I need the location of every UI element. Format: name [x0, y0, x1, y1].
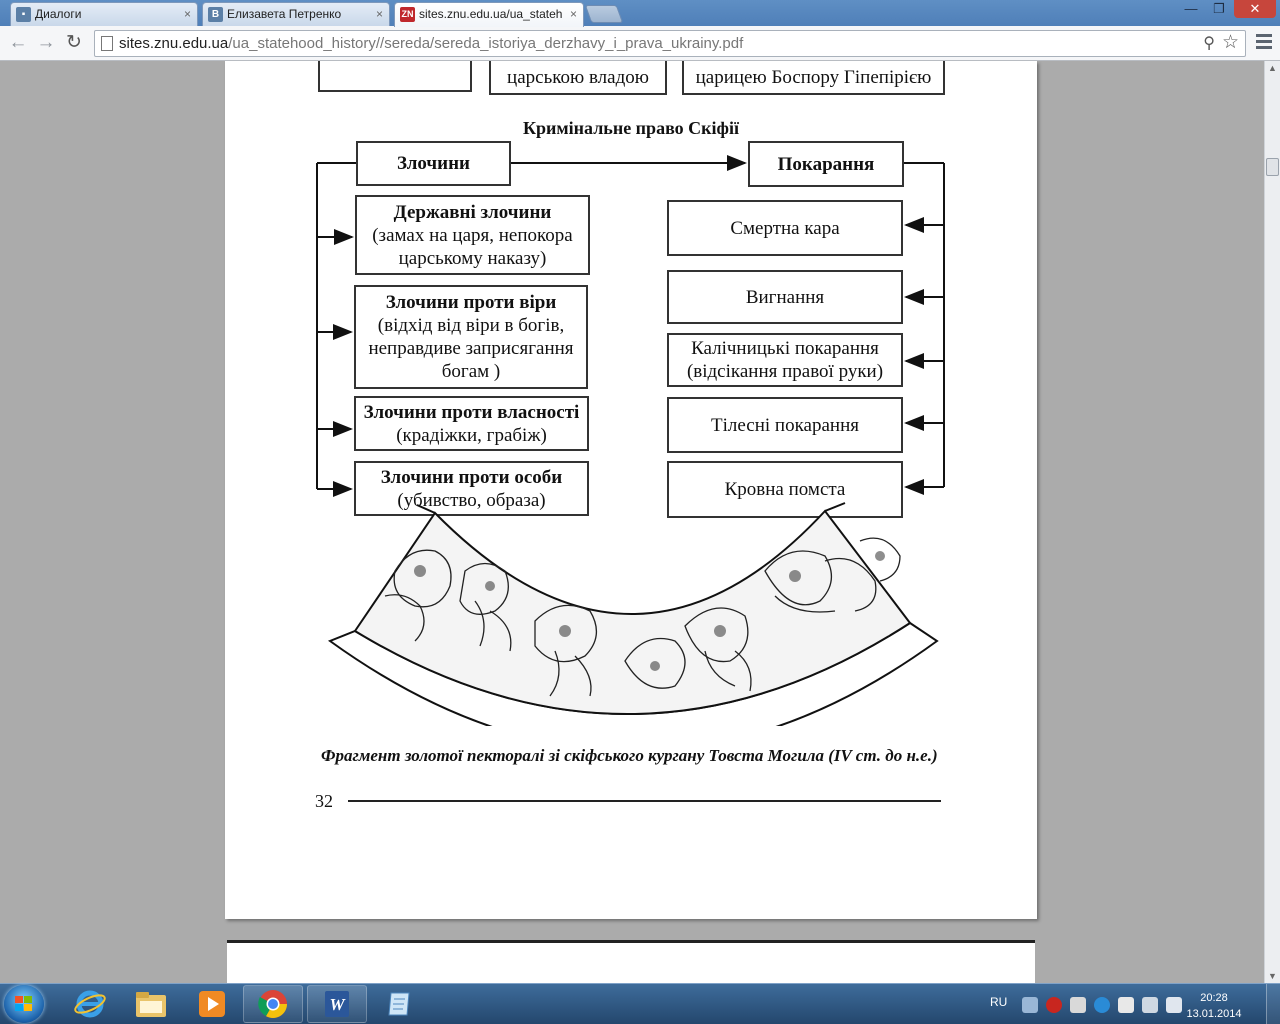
start-button[interactable] — [4, 985, 44, 1023]
clock-date: 13.01.2014 — [1186, 1008, 1242, 1020]
punishment-box-death: Смертна кара — [667, 200, 903, 256]
top-box-text: царицею Боспору Гіпепірією — [695, 67, 932, 88]
show-desktop-button[interactable] — [1266, 984, 1280, 1024]
tab-profile[interactable]: B Елизавета Петренко × — [202, 2, 390, 26]
tab-label: sites.znu.edu.ua/ua_stateh — [419, 7, 563, 21]
close-tab-icon[interactable]: × — [375, 7, 383, 21]
crime-box-person: Злочини проти особи (убивство, образа) — [354, 461, 589, 516]
punishment-box-exile: Вигнання — [667, 270, 903, 324]
address-bar[interactable]: sites.znu.edu.ua/ua_statehood_history//s… — [94, 30, 1246, 57]
antivirus-icon[interactable] — [1046, 997, 1062, 1013]
sync-icon[interactable] — [1094, 997, 1110, 1013]
crime-box-property: Злочини проти власності (крадіжки, грабі… — [354, 396, 589, 451]
punishment-box-corporal: Тілесні покарання — [667, 397, 903, 453]
clock-time: 20:28 — [1200, 992, 1228, 1004]
crime-title: Злочини проти власності — [363, 401, 580, 423]
crime-title: Злочини проти особи — [380, 466, 563, 488]
chrome-menu-icon[interactable] — [1256, 34, 1272, 50]
chrome-taskbar-icon[interactable] — [243, 985, 303, 1023]
bookmark-star-icon[interactable]: ☆ — [1221, 32, 1239, 53]
tab-dialogs[interactable]: ▪ Диалоги × — [10, 2, 198, 26]
url-text[interactable]: sites.znu.edu.ua/ua_statehood_history//s… — [119, 35, 743, 52]
network-icon[interactable] — [1142, 997, 1158, 1013]
diagram-connectors — [316, 155, 945, 497]
punishment-box-mutilation: Калічницькі покарання (відсікання правої… — [667, 333, 903, 387]
back-button[interactable]: ← — [8, 32, 28, 53]
close-window-button[interactable]: ✕ — [1234, 0, 1276, 18]
reload-button[interactable]: ↻ — [66, 32, 82, 53]
language-indicator[interactable]: RU — [990, 995, 1008, 1009]
action-center-icon[interactable] — [1118, 997, 1134, 1013]
scrollbar-thumb[interactable] — [1266, 158, 1279, 176]
vertical-scrollbar[interactable]: ▲ ▼ — [1264, 61, 1280, 983]
punishments-header: Покарання — [748, 141, 904, 187]
close-tab-icon[interactable]: × — [569, 7, 577, 21]
punishment-box-blood-feud: Кровна помста — [667, 461, 903, 518]
crime-box-state: Державні злочини (замах на царя, непокор… — [355, 195, 590, 275]
browser-toolbar: ← → ↻ sites.znu.edu.ua/ua_statehood_hist… — [0, 26, 1280, 61]
windows-taskbar: W RU 20:28 13.01.2014 — [0, 983, 1280, 1024]
internet-explorer-icon[interactable] — [60, 985, 120, 1023]
crime-detail: царському наказу) — [398, 247, 547, 269]
crime-detail: неправдиве заприсягання — [368, 338, 574, 359]
page-footer-rule — [348, 800, 941, 802]
maximize-button[interactable]: ❐ — [1213, 1, 1225, 16]
crime-detail: (замах на царя, непокора — [372, 224, 573, 246]
znu-icon: ZN — [400, 7, 415, 22]
vk-messages-icon: ▪ — [16, 7, 31, 22]
clock[interactable]: 20:28 13.01.2014 — [1184, 990, 1244, 1022]
word-icon[interactable]: W — [307, 985, 367, 1023]
top-box-middle: царською владою — [489, 61, 667, 95]
punishments-header-label: Покарання — [777, 153, 875, 175]
url-host: sites.znu.edu.ua — [119, 35, 229, 52]
tab-label: Елизавета Петренко — [227, 7, 342, 21]
crime-title: Державні злочини — [393, 201, 552, 223]
crimes-header-label: Злочини — [396, 153, 470, 174]
vk-icon: B — [208, 7, 223, 22]
top-box-left — [318, 61, 472, 92]
media-player-icon[interactable] — [182, 985, 242, 1023]
pdf-page: царською владою царицею Боспору Гіпепірі… — [225, 61, 1037, 919]
speaker-muted-icon[interactable] — [1070, 997, 1086, 1013]
crime-detail: (убивство, образа) — [397, 489, 546, 511]
volume-icon[interactable] — [1166, 997, 1182, 1013]
crime-box-faith: Злочини проти віри (відхід від віри в бо… — [354, 285, 588, 389]
punishment-label: Вигнання — [745, 286, 825, 308]
top-box-right: царицею Боспору Гіпепірією — [682, 61, 945, 95]
punishment-label: Тілесні покарання — [711, 414, 859, 436]
camera-icon[interactable] — [1022, 997, 1038, 1013]
zoom-icon[interactable]: ⚲ — [1203, 35, 1215, 52]
forward-button[interactable]: → — [36, 32, 56, 53]
tab-label: Диалоги — [35, 7, 82, 21]
svg-text:W: W — [329, 995, 346, 1014]
page-number: 32 — [315, 791, 333, 811]
pectoral-illustration — [327, 502, 939, 726]
top-box-text: царською владою — [507, 67, 649, 88]
crimes-header: Злочини — [356, 141, 511, 186]
new-tab-button[interactable] — [584, 5, 624, 23]
title-bar: ▪ Диалоги × B Елизавета Петренко × ZN si… — [0, 0, 1280, 27]
crime-detail: (крадіжки, грабіж) — [396, 424, 547, 446]
minimize-button[interactable]: — — [1184, 1, 1198, 16]
windows-logo-icon — [15, 996, 33, 1012]
tab-pdf[interactable]: ZN sites.znu.edu.ua/ua_stateh × — [394, 2, 584, 27]
punishment-label: Кровна помста — [724, 479, 846, 500]
scroll-down-icon[interactable]: ▼ — [1268, 971, 1277, 981]
close-tab-icon[interactable]: × — [183, 7, 191, 21]
notepad-icon[interactable] — [370, 985, 430, 1023]
page-icon — [101, 36, 113, 51]
pdf-viewer[interactable]: царською владою царицею Боспору Гіпепірі… — [0, 61, 1264, 983]
next-pdf-page — [227, 940, 1035, 983]
url-path: /ua_statehood_history//sereda/sereda_ist… — [228, 35, 744, 52]
punishment-label: Смертна кара — [730, 217, 840, 239]
crime-detail: (відхід від віри в богів, — [377, 315, 565, 336]
crime-detail: богам ) — [441, 361, 501, 382]
crime-title: Злочини проти віри — [385, 292, 557, 313]
scroll-up-icon[interactable]: ▲ — [1268, 63, 1277, 73]
figure-caption: Фрагмент золотої пекторалі зі скіфського… — [321, 746, 938, 765]
punishment-label: (відсікання правої руки) — [686, 361, 884, 382]
punishment-label: Калічницькі покарання — [691, 338, 879, 359]
file-explorer-icon[interactable] — [121, 985, 181, 1023]
diagram-title: Кримінальне право Скіфії — [522, 118, 739, 138]
